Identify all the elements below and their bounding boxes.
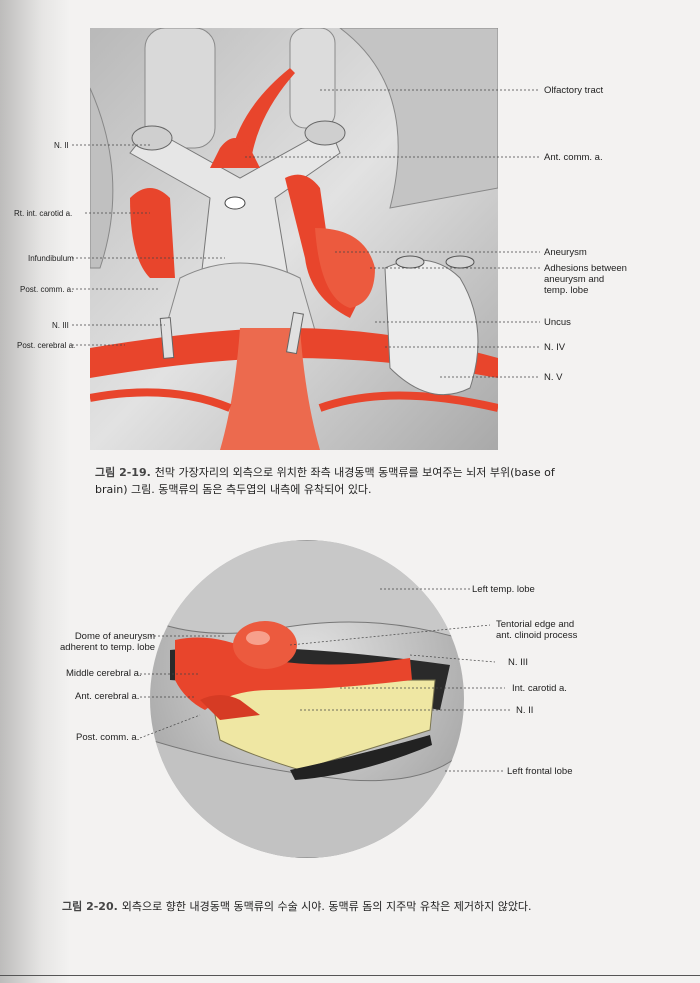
label-n-v: N. V [544,372,563,383]
uncus [384,259,479,396]
label-ant-cerebral: Ant. cerebral a. [75,691,140,702]
label-left-temp-lobe: Left temp. lobe [472,584,535,595]
label-ant-comm: Ant. comm. a. [544,152,603,163]
aneurysm-dome [315,228,375,308]
ant-cerebral-artery [230,68,295,168]
label-uncus: Uncus [544,317,571,328]
label-int-carotid: Int. carotid a. [512,683,567,694]
figure-2-number: 그림 2-20. [62,900,118,913]
label-post-cerebral: Post. cerebral a. [17,341,76,350]
label-left-frontal-lobe: Left frontal lobe [507,766,573,777]
int-carotid-artery [175,637,412,710]
label-n-iii: N. III [52,321,69,330]
nerve-shadow [290,735,432,780]
page-binding-shadow [0,0,70,983]
label-aneurysm: Aneurysm [544,247,587,258]
ant-comm-artery [210,138,260,168]
label-post-comm-2: Post. comm. a. [76,732,140,743]
ant-cerebral-artery [200,695,260,720]
label-n-iii-2: N. III [508,657,529,668]
figure-1-caption: 그림 2-19.천막 가장자리의 외측으로 위치한 좌측 내경동맥 동맥류를 보… [95,464,575,498]
label-infundibulum: Infundibulum [28,254,74,263]
infundibulum-stalk [224,196,246,210]
cerebellar-arteries [90,388,498,412]
label-middle-cerebral: Middle cerebral a. [66,668,142,679]
label-rt-int-carotid: Rt. int. carotid a. [14,209,73,218]
nerve-iii-left [159,317,175,359]
optic-nerve-right-cut [304,120,346,146]
figure-1-illustration [90,28,498,450]
label-n-ii-2: N. II [516,705,534,716]
figure-2-caption: 그림 2-20.외측으로 향한 내경동맥 동맥류의 수술 시야. 동맥류 돔의 … [62,898,622,915]
aneurysm-highlight [246,631,270,645]
temporal-lobe-right [339,28,498,209]
figure-1-number: 그림 2-19. [95,466,151,479]
nerve-iii-right [286,311,304,355]
rt-int-carotid-artery [130,188,175,278]
figure-2-caption-text: 외측으로 향한 내경동맥 동맥류의 수술 시야. 동맥류 돔의 지주막 유착은 … [121,900,532,913]
aneurysm-dome [233,621,297,669]
label-n-ii: N. II [54,141,69,150]
mammillary-region [159,262,321,349]
page-bottom-rule [0,975,700,976]
figure-1-caption-text: 천막 가장자리의 외측으로 위치한 좌측 내경동맥 동맥류를 보여주는 뇌저 부… [95,466,555,496]
temporal-lobe-left [90,87,114,269]
figure-2-illustration [150,540,464,858]
label-n-iv: N. IV [544,342,566,353]
basilar-artery [220,328,320,450]
label-post-comm: Post. comm. a. [20,285,74,294]
label-dome-of-aneurysm: Dome of aneurysm adherent to temp. lobe [60,631,156,653]
label-adhesions: Adhesions between aneurysm and temp. lob… [544,263,627,296]
label-olfactory-tract: Olfactory tract [544,85,604,96]
optic-nerve-left-cut [131,125,173,151]
label-tentorial-edge: Tentorial edge and ant. clinoid process [496,619,578,641]
